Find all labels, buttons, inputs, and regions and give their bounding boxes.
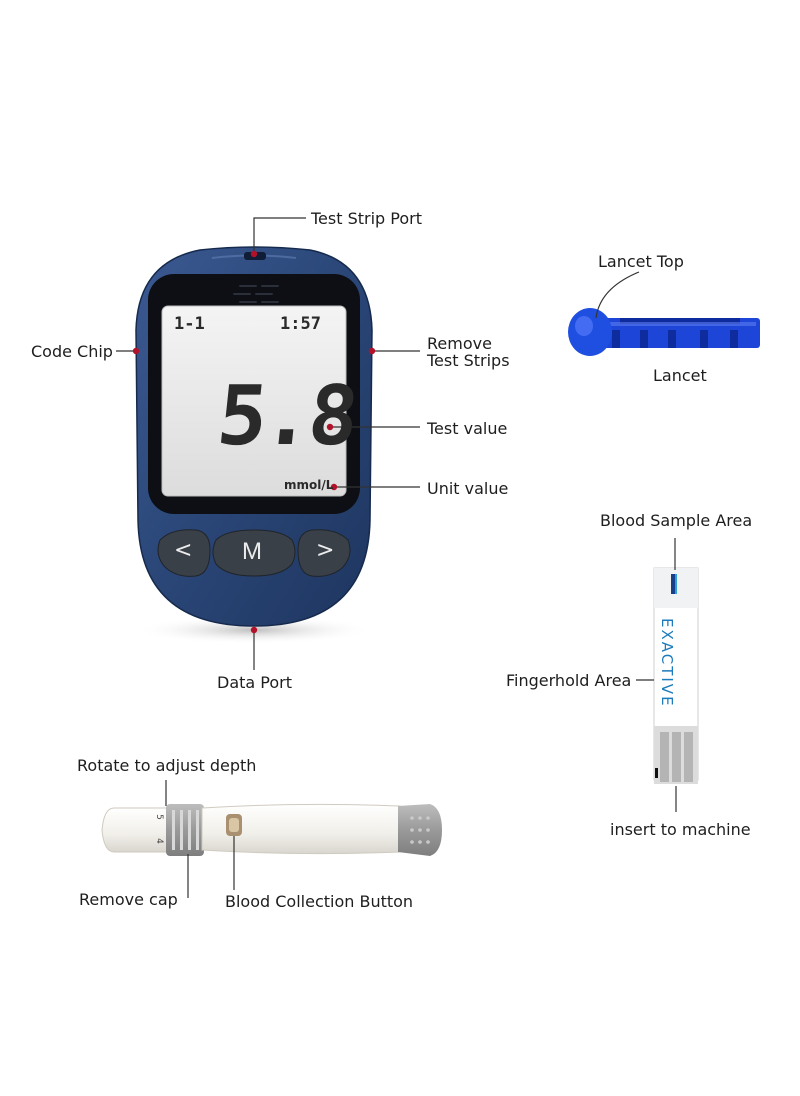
strip-electrodes [660,732,693,782]
bezel-logo [233,285,279,303]
leader-dots [132,250,376,634]
strip-brand-logo: EXACTIVE [658,618,676,708]
lancing-device [101,803,442,856]
test-strip [653,567,699,784]
depth-mark-4: 4 [153,838,164,844]
depth-dial-grip [172,810,199,850]
label-insert-to-machine: insert to machine [610,820,751,839]
right-button-label: > [316,538,335,563]
lcd-screen [161,305,347,497]
right-button[interactable] [297,529,351,577]
plunger-grip [410,816,430,844]
label-blood-collection-button: Blood Collection Button [225,892,414,911]
lcd-top-left-indicator: 1-1 [174,314,205,334]
label-rotate-to-adjust-depth: Rotate to adjust depth [77,756,257,775]
mode-button[interactable] [212,529,296,577]
label-fingerhold-area: Fingerhold Area [506,671,632,690]
lcd-glucose-reading: 5.8 [213,369,360,464]
label-lancet-top: Lancet Top [598,252,684,271]
left-button-label: < [174,538,193,563]
lancet-part [568,308,760,356]
glucose-meter [134,246,374,644]
label-blood-sample-area: Blood Sample Area [600,511,753,530]
blood-collection-button[interactable] [226,814,242,836]
label-test-value: Test value [427,419,508,438]
label-data-port: Data Port [217,673,293,692]
lcd-time-indicator: 1:57 [280,314,321,334]
lcd-unit: mmol/L [284,478,334,492]
label-remove-cap: Remove cap [79,890,178,909]
label-remove-test-strips-2: Test Strips [427,351,510,370]
blood-sample-area [671,574,677,594]
label-test-strip-port: Test Strip Port [311,209,423,228]
label-remove-test-strips-1: Remove [427,334,492,353]
label-unit-value: Unit value [427,479,509,498]
depth-mark-5: 5 [153,814,164,820]
mode-button-label: M [242,538,262,565]
lancet-ribs [612,318,740,348]
label-lancet: Lancet [653,366,707,385]
left-button[interactable] [157,529,211,577]
leader-lancet-top [595,271,640,319]
lancing-cap[interactable] [101,807,169,853]
depth-dial[interactable] [166,804,204,856]
leader-test-strip-port [253,217,306,254]
label-code-chip: Code Chip [31,342,113,361]
leader-lines [116,217,677,898]
